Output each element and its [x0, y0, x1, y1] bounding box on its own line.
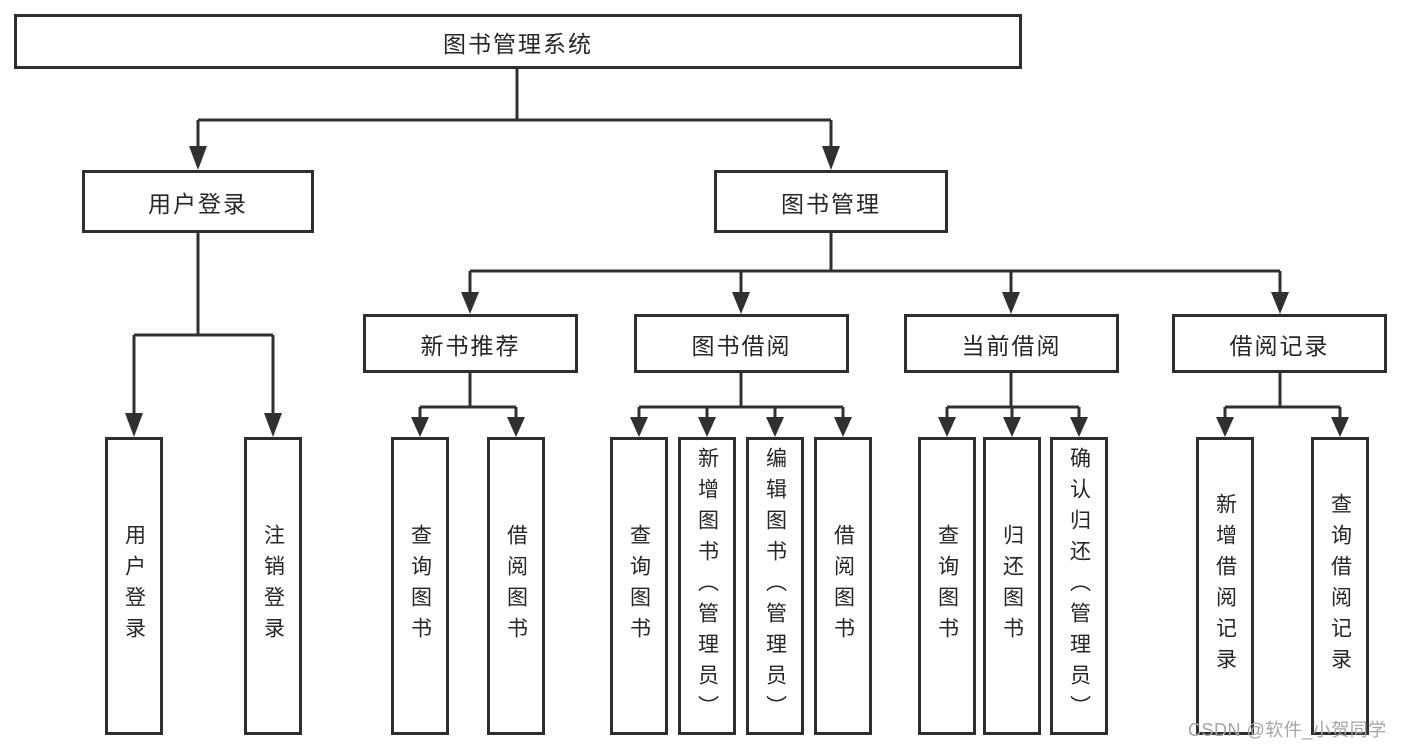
leaf-add-books-admin: 新增图书（管理员） [678, 437, 736, 735]
leaf-label: 确认归还（管理员） [1067, 446, 1091, 726]
node-borrow-records: 借阅记录 [1172, 314, 1387, 373]
connector-book-borrow-to-children [630, 373, 852, 437]
node-library-management-system: 图书管理系统 [14, 14, 1022, 69]
leaf-query-books-borrow: 查询图书 [610, 437, 668, 735]
node-label: 图书管理 [781, 190, 881, 217]
leaf-query-books-current: 查询图书 [918, 437, 976, 735]
leaf-user-login: 用户登录 [105, 437, 163, 735]
node-new-book-recommend: 新书推荐 [363, 314, 578, 373]
leaf-label: 新增图书（管理员） [695, 446, 719, 726]
connector-borrow-records-to-children [1216, 373, 1349, 437]
leaf-label: 归还图书 [1000, 524, 1024, 648]
leaf-label: 新增借阅记录 [1213, 493, 1237, 679]
leaf-query-books-recommend: 查询图书 [391, 437, 449, 735]
leaf-label: 编辑图书（管理员） [763, 446, 787, 726]
node-book-management: 图书管理 [714, 170, 948, 233]
connector-book-management-to-level3 [461, 232, 1289, 314]
node-label: 当前借阅 [961, 332, 1062, 359]
leaf-logout: 注销登录 [244, 437, 302, 735]
leaf-label: 借阅图书 [504, 524, 528, 648]
leaf-label: 借阅图书 [831, 524, 855, 648]
connector-root-to-level2 [189, 68, 840, 170]
leaf-confirm-return-admin: 确认归还（管理员） [1050, 437, 1108, 735]
leaf-label: 注销登录 [261, 524, 285, 648]
connector-user-login-to-children [125, 232, 282, 437]
node-label: 图书管理系统 [443, 30, 593, 57]
connector-new-book-recommend-to-children [411, 373, 525, 437]
leaf-label: 查询图书 [408, 524, 432, 648]
leaf-borrow-books-recommend: 借阅图书 [487, 437, 545, 735]
node-label: 用户登录 [148, 190, 248, 217]
node-book-borrow: 图书借阅 [634, 314, 849, 373]
csdn-watermark: CSDN @软件_小贺同学 [1188, 720, 1387, 740]
leaf-query-borrow-record: 查询借阅记录 [1311, 437, 1369, 735]
node-label: 新书推荐 [420, 332, 521, 359]
leaf-edit-books-admin: 编辑图书（管理员） [746, 437, 804, 735]
leaf-return-books: 归还图书 [983, 437, 1041, 735]
node-label: 借阅记录 [1229, 332, 1330, 359]
leaf-add-borrow-record: 新增借阅记录 [1196, 437, 1254, 735]
leaf-borrow-books: 借阅图书 [814, 437, 872, 735]
leaf-label: 查询借阅记录 [1328, 493, 1352, 679]
node-current-borrow: 当前借阅 [904, 314, 1119, 373]
node-label: 图书借阅 [691, 332, 792, 359]
leaf-label: 查询图书 [935, 524, 959, 648]
connector-current-borrow-to-children [938, 373, 1088, 437]
node-user-login: 用户登录 [82, 170, 314, 233]
leaf-label: 用户登录 [122, 524, 146, 648]
leaf-label: 查询图书 [627, 524, 651, 648]
